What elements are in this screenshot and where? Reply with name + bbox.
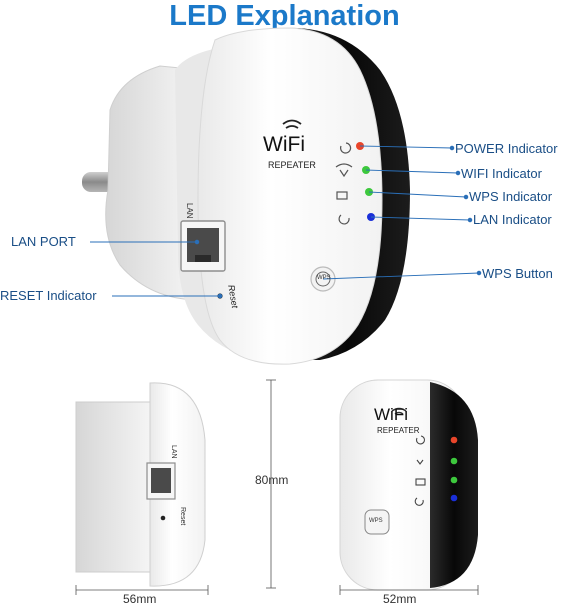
width-dimension: 52mm <box>383 592 417 606</box>
device-wps-text: WPS <box>317 275 331 281</box>
power-indicator-label: POWER Indicator <box>455 141 558 156</box>
side-lan-text: LAN <box>170 445 177 459</box>
side-reset-text: Reset <box>179 507 186 526</box>
front-wps-text: WPS <box>369 518 383 524</box>
dimension-lines <box>75 379 479 595</box>
lan-indicator-label: LAN Indicator <box>473 212 552 227</box>
device-brand-text: WiFi <box>263 133 305 156</box>
front-lan-led <box>450 494 458 502</box>
front-wps-led <box>450 476 458 484</box>
side-reset-hole <box>160 515 166 521</box>
front-model-text: REPEATER <box>377 426 420 435</box>
power-icon <box>340 142 352 154</box>
front-led-icons <box>414 435 426 506</box>
wifi-logo-icon <box>282 119 302 129</box>
front-view-device <box>339 379 478 591</box>
side-housing <box>149 382 206 587</box>
wifi-icon <box>335 163 353 178</box>
side-plug <box>75 401 157 573</box>
front-wps-button <box>364 509 390 535</box>
wps-icon <box>336 191 348 200</box>
front-brand-text: WiFi <box>374 405 408 424</box>
reset-indicator-label: RESET Indicator <box>0 288 97 303</box>
page-title: LED Explanation <box>169 0 400 32</box>
lan-icon <box>338 214 350 225</box>
depth-dimension: 56mm <box>123 592 157 606</box>
device-lan-text: LAN <box>185 203 194 219</box>
front-face <box>197 27 383 365</box>
main-device <box>82 27 410 365</box>
led-icons <box>335 142 353 225</box>
side-view-device <box>75 382 206 587</box>
wifi-indicator-label: WIFI Indicator <box>461 166 542 181</box>
front-power-led <box>450 436 458 444</box>
height-dimension: 80mm <box>255 473 289 487</box>
front-wifi-logo-icon <box>391 407 407 415</box>
lan-port-label: LAN PORT <box>11 234 76 249</box>
wps-indicator-label: WPS Indicator <box>469 189 553 204</box>
device-model-text: REPEATER <box>268 160 316 170</box>
wps-button-label: WPS Button <box>482 266 553 281</box>
front-wifi-led <box>450 457 458 465</box>
callout-lines <box>90 145 482 299</box>
